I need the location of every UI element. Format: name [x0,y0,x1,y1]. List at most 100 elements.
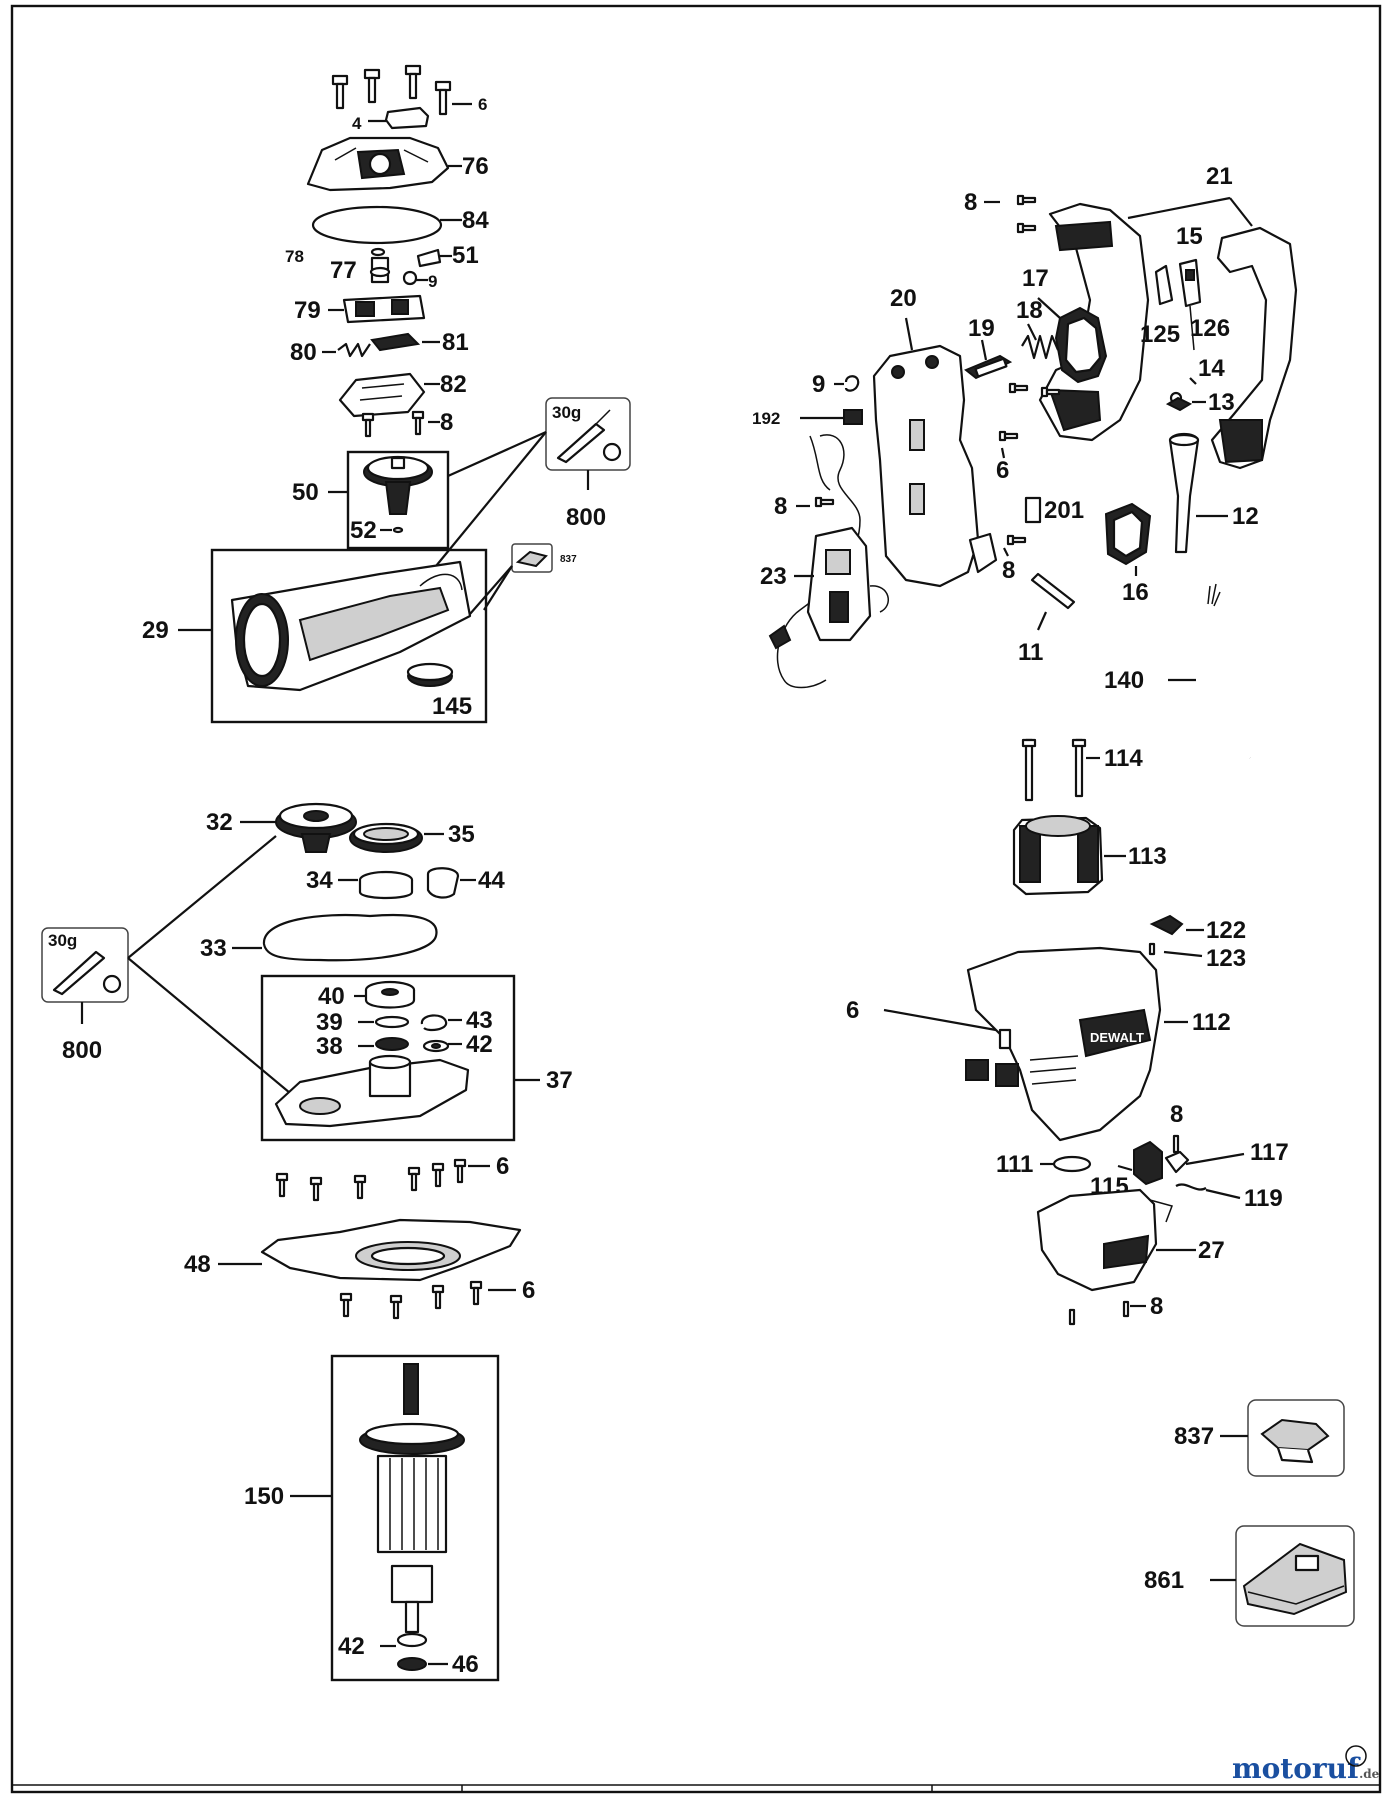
callout-6-right: 6 [996,457,1009,484]
callout-201: 201 [1044,497,1084,524]
callout-32: 32 [206,809,233,836]
gear-32 [275,802,357,853]
watermark-suffix: .de [1359,1767,1380,1781]
callout-80: 80 [290,339,317,366]
part-125 [1154,264,1174,306]
watermark: motoruf.de [1232,1745,1380,1785]
callout-8-left: 8 [774,493,787,520]
callout-40: 40 [318,983,345,1010]
cord-sleeve-12 [1168,432,1200,554]
callout-78: 78 [285,247,304,266]
callout-77: 77 [330,257,357,284]
callout-14: 14 [1198,355,1225,382]
gear-cover-76 [306,136,450,192]
ring-34 [358,870,414,900]
callout-18: 18 [1016,297,1043,324]
seal-kit-837-ref: 837 [469,543,577,615]
handle-group: 8 21 15 125 126 14 13 17 [752,163,1298,760]
callout-17: 17 [1022,265,1049,292]
callout-43: 43 [466,1007,493,1034]
part-201 [1024,496,1042,524]
gearbox-cover-group: 6 4 76 84 78 77 51 9 [285,64,489,438]
callout-8-cap: 8 [1150,1293,1163,1320]
callout-15: 15 [1176,223,1203,250]
callout-11: 11 [1018,639,1043,666]
callout-117: 117 [1250,1139,1289,1166]
callout-33: 33 [200,935,227,962]
housing-20 [872,344,998,588]
callout-51: 51 [452,242,479,269]
callout-861: 861 [1144,1567,1184,1594]
callout-111: 111 [996,1151,1033,1178]
callout-119: 119 [1244,1185,1283,1212]
carry-case-861: 861 [1144,1525,1355,1627]
callout-140: 140 [1104,667,1144,694]
callout-35: 35 [448,821,475,848]
spring-18 [1021,334,1060,360]
callout-48: 48 [184,1251,211,1278]
callout-13: 13 [1208,389,1235,416]
callout-81: 81 [442,329,469,356]
pin-11 [1030,572,1076,610]
grease-kit-800-bottom: 30g 800 [41,835,297,1099]
brush-122 [1149,914,1184,936]
callout-123: 123 [1206,945,1246,972]
callout-8-motor: 8 [1170,1101,1183,1128]
callout-42-b: 42 [338,1633,365,1660]
module-23 [806,526,890,642]
grease-kit-800-top: 30g 800 [435,397,631,567]
screw-set-top [331,64,452,116]
brush-holder-115 [1133,1140,1163,1186]
callout-34: 34 [306,867,333,894]
part-192 [843,409,863,425]
callout-9: 9 [428,272,437,291]
screw-set-low: 6 [339,1277,535,1320]
callout-19: 19 [968,315,995,342]
callout-837: 837 [1174,1423,1214,1450]
watermark-text: motoruf [1232,1752,1361,1785]
callout-52: 52 [350,517,377,544]
callout-44: 44 [478,867,505,894]
callout-12: 12 [1232,503,1259,530]
callout-21: 21 [1206,163,1233,190]
callout-9-right: 9 [812,371,825,398]
o-ring-84 [311,205,443,245]
callout-23: 23 [760,563,787,590]
handle-half-right [1210,226,1298,470]
callout-126: 126 [1190,315,1230,342]
damper-17 [1054,306,1108,384]
callout-114: 114 [1104,745,1143,772]
clutch-group: 32 35 34 44 33 [200,802,505,962]
callout-20: 20 [890,285,917,312]
clip-51 [416,248,442,268]
callout-84: 84 [462,207,489,234]
gear-assembly-50: 50 52 [292,450,450,550]
callout-837-small: 837 [560,554,577,565]
callout-125: 125 [1140,321,1180,348]
callout-145: 145 [432,693,472,720]
clip-9 [402,270,418,286]
shaft-part-77 [369,256,391,284]
ring-gear-35 [349,822,423,853]
armature-150: 150 42 46 [244,1354,500,1682]
motor-housing-112: DEWALT [965,946,1162,1142]
callout-192: 192 [752,409,780,428]
callout-6-low: 6 [522,1277,535,1304]
base-plate-48: 48 [184,1218,522,1282]
switch-block-79 [342,294,426,324]
callout-38: 38 [316,1033,343,1060]
callout-8-lower: 8 [1002,557,1015,584]
callout-150: 150 [244,1483,284,1510]
gasket-33 [262,913,438,962]
callout-112: 112 [1192,1009,1231,1036]
end-cap-27 [1036,1188,1173,1292]
svg-text:motoruf.de: motoruf.de [1232,1752,1380,1785]
accessory-837: 837 [1174,1399,1345,1477]
intermediate-flange-37: 40 39 43 38 42 37 [260,974,573,1142]
plate-82 [338,372,426,418]
brand-label: DEWALT [1090,1030,1144,1045]
switch-15 [1178,258,1202,308]
callout-76: 76 [462,153,489,180]
callout-800-b: 800 [62,1037,102,1064]
callout-6-motor: 6 [846,997,859,1024]
